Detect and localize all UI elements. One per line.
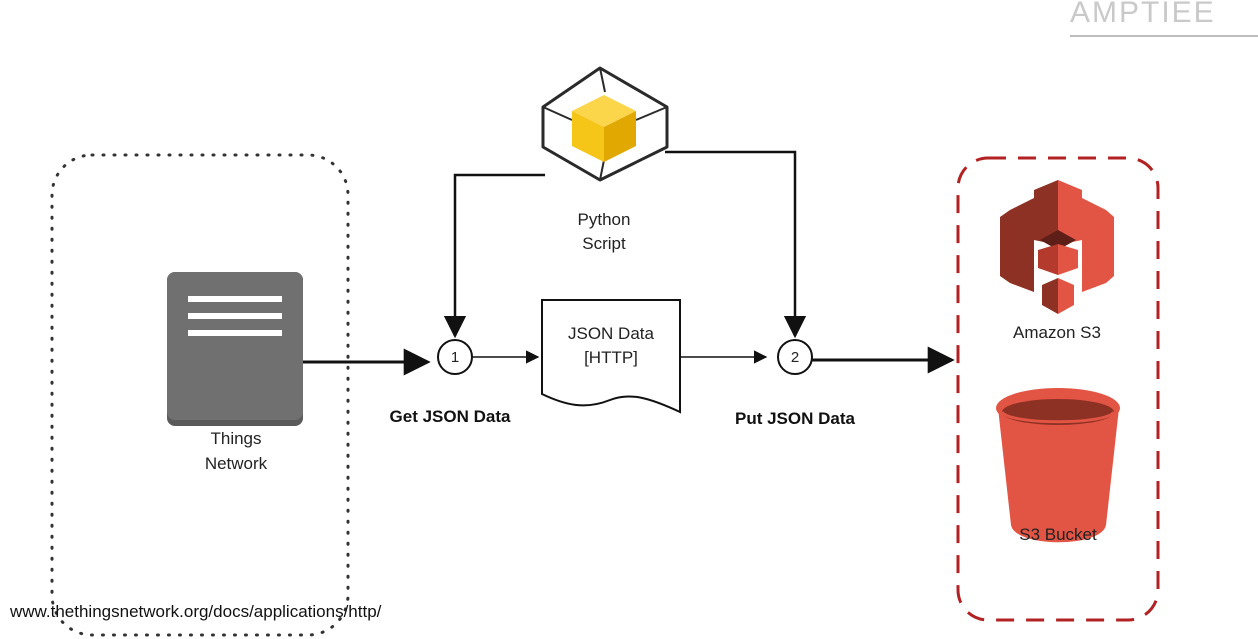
python-script-label-line1: Python — [578, 210, 631, 229]
server-icon — [167, 272, 303, 426]
arrow-python-to-step2 — [665, 150, 807, 339]
corner-text: AMPTIEE — [1070, 0, 1216, 29]
bucket-icon — [996, 388, 1120, 543]
things-network-container — [50, 153, 350, 637]
things-network-label-line1: Things — [210, 429, 261, 448]
step1-circle: 1 — [437, 339, 473, 375]
put-json-data-label: Put JSON Data — [735, 409, 856, 428]
get-json-data-label: Get JSON Data — [390, 407, 511, 426]
document-icon — [541, 299, 681, 414]
json-document-line2: [HTTP] — [584, 348, 638, 367]
aws-container — [956, 156, 1160, 622]
json-document-line1: JSON Data — [568, 324, 655, 343]
step2-number: 2 — [791, 349, 799, 366]
amazon-s3-label: Amazon S3 — [1013, 323, 1101, 342]
things-network-label-line2: Network — [205, 454, 268, 473]
amazon-s3-icon — [1000, 180, 1114, 314]
step1-number: 1 — [451, 349, 459, 366]
s3-bucket-label: S3 Bucket — [1019, 525, 1097, 544]
python-script-label-line2: Script — [582, 234, 626, 253]
source-url: www.thethingsnetwork.org/docs/applicatio… — [9, 602, 382, 621]
corner-partial-title: AMPTIEE — [1070, 0, 1258, 37]
arrow-python-to-step1 — [443, 173, 545, 339]
step2-circle: 2 — [777, 339, 813, 375]
cube-icon — [541, 66, 669, 182]
